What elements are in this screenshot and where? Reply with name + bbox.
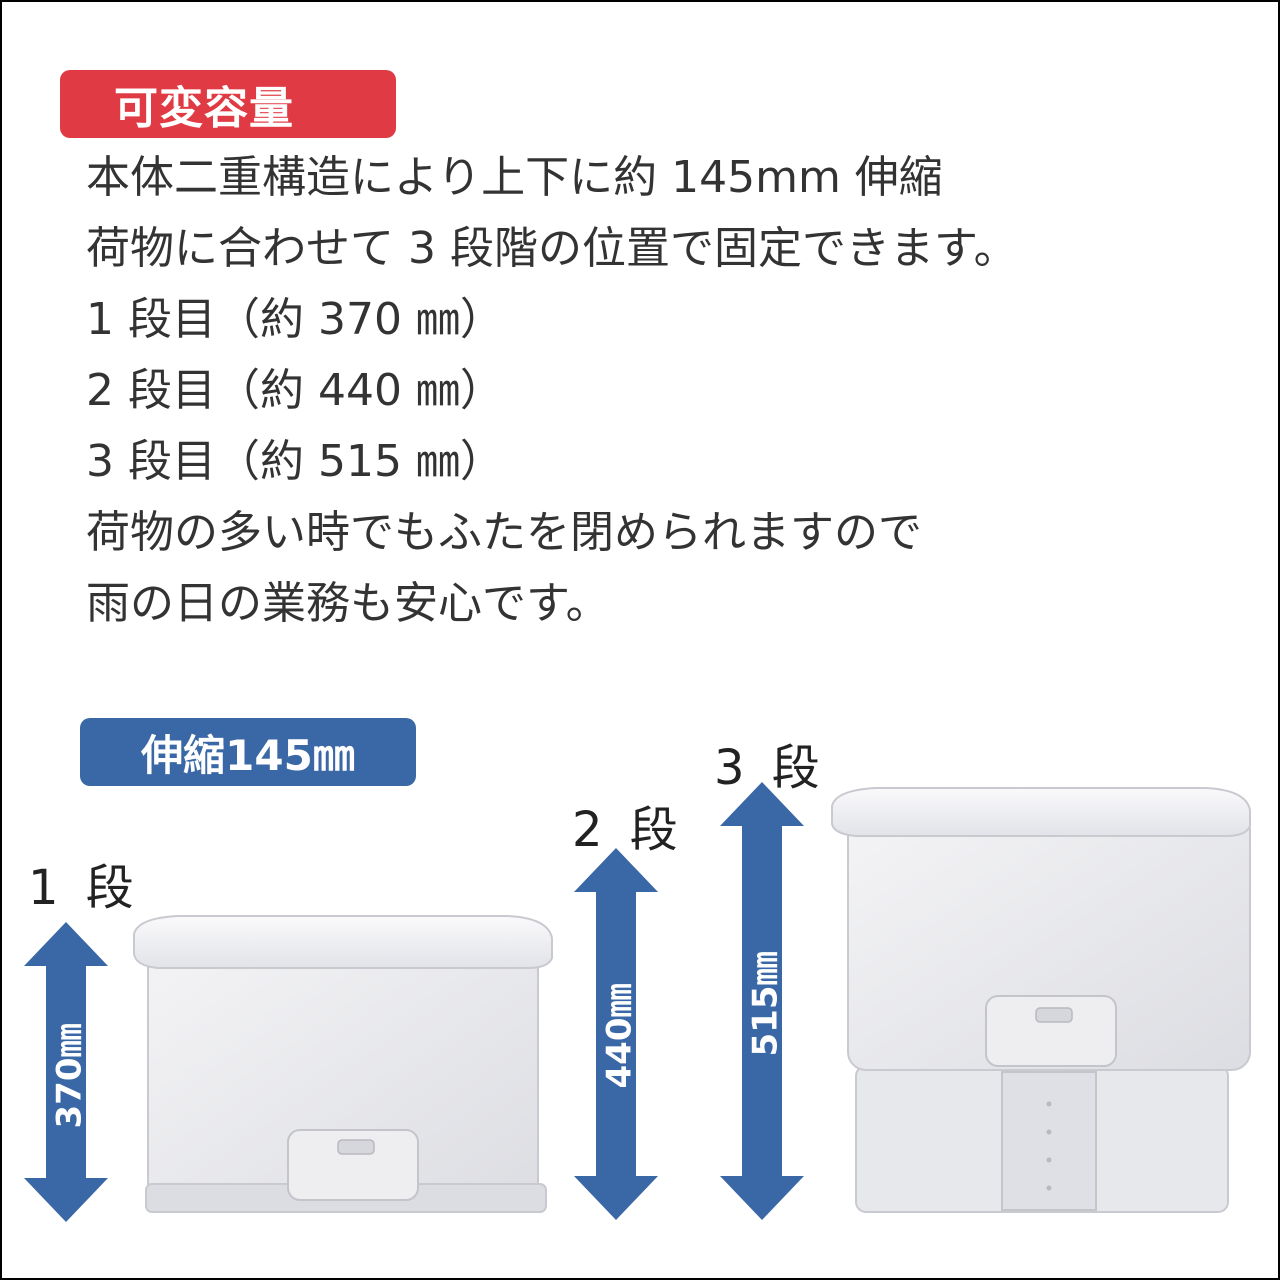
description-line: 荷物の多い時でもふたを閉められますので [86,507,922,558]
level-2-height-arrow [574,848,658,1220]
description-text: 本体二重構造により上下に約 145mm 伸縮 荷物に合わせて 3 段階の位置で固… [86,142,1186,639]
level-3-height-arrow [720,782,804,1220]
level-2-height-label: 440㎜ [599,983,640,1089]
case-image-level-1 [133,915,553,1213]
level-1-label: 1 段 [28,860,140,916]
variable-capacity-badge: 可変容量 [60,70,396,138]
description-line: 1 段目（約 370 ㎜） [86,294,504,345]
description-line: 2 段目（約 440 ㎜） [86,365,504,416]
level-1-height-arrow [24,922,108,1222]
level-3-label: 3 段 [714,740,826,796]
extension-badge: 伸縮145㎜ [80,718,416,786]
case-image-level-3 [831,787,1251,1213]
description-line: 本体二重構造により上下に約 145mm 伸縮 [86,152,943,203]
level-2-label: 2 段 [572,802,684,858]
description-line: 3 段目（約 515 ㎜） [86,436,504,487]
description-line: 雨の日の業務も安心です。 [86,578,610,629]
level-3-height-label: 515㎜ [745,951,786,1057]
description-line: 荷物に合わせて 3 段階の位置で固定できます。 [86,223,1018,274]
level-1-height-label: 370㎜ [49,1023,90,1129]
